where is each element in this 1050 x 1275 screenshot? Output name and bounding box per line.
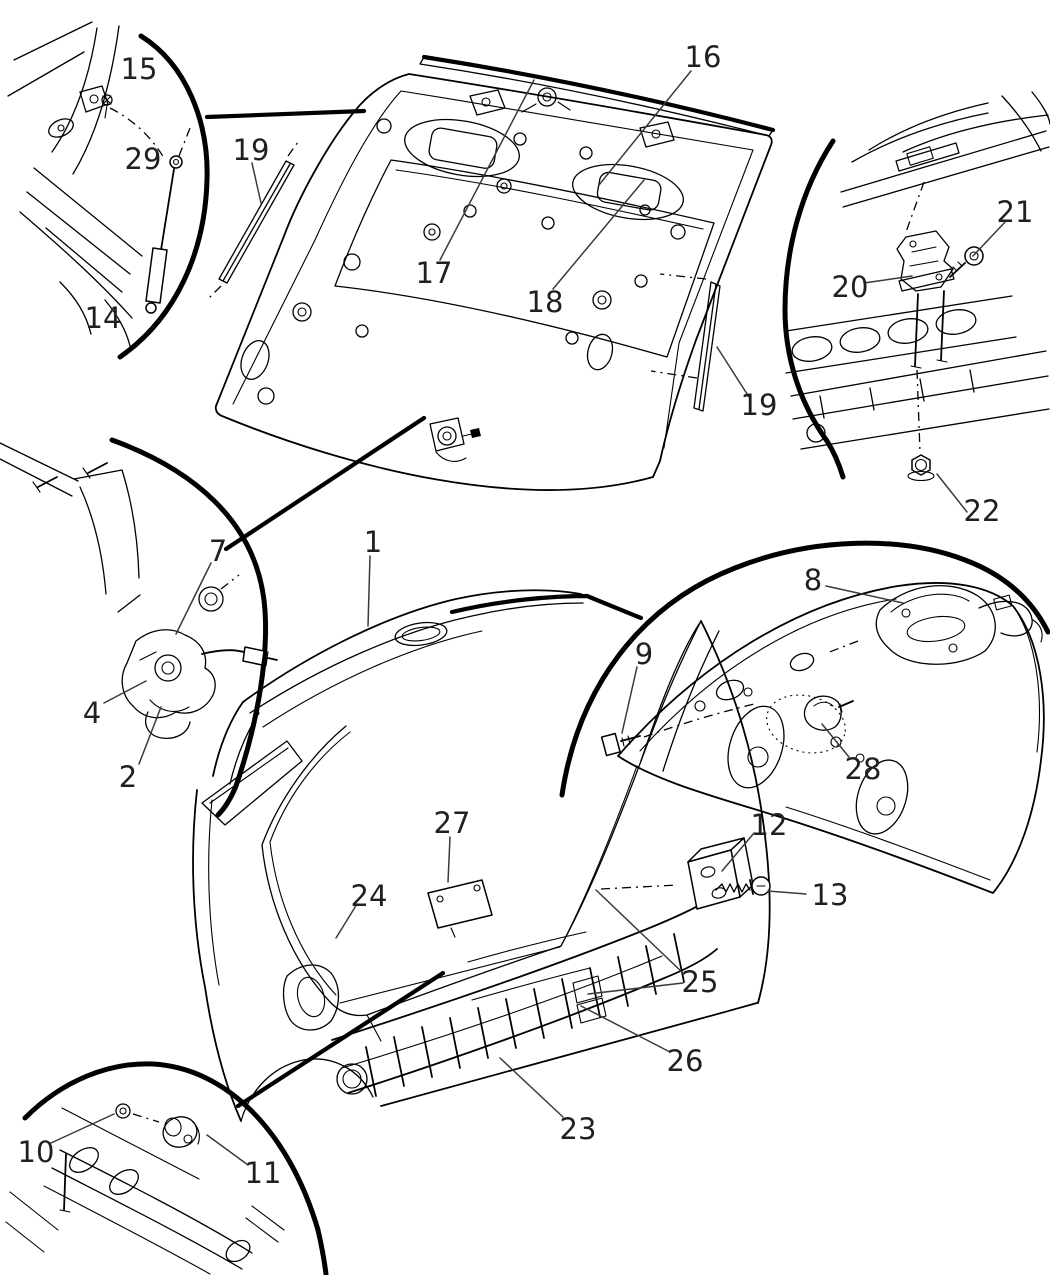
callout-label-1: 1 (364, 525, 382, 559)
spoiler-strip-drawing (421, 54, 776, 133)
quarter-window-drawing (201, 740, 303, 826)
leader-line (335, 555, 685, 1118)
glass-stop-strip-right-drawing (650, 273, 721, 412)
detail-view-lamp-lower-left (5, 1061, 329, 1275)
detail-circle-arc (109, 437, 268, 818)
callout-label-13: 13 (812, 878, 849, 912)
lamp-screw-drawing (115, 1103, 160, 1123)
wiper-motor-drawing (521, 87, 571, 113)
glass-stop-strip-left-drawing (206, 141, 299, 301)
callout-label-16: 16 (685, 40, 722, 74)
callout-label-28: 28 (845, 752, 882, 786)
callout-label-10: 10 (18, 1135, 55, 1169)
detail-view-hinge-upper-left (7, 21, 210, 360)
retainer-clip-drawing (803, 695, 854, 731)
detail-circle-arc (559, 540, 1050, 798)
callout-label-17: 17 (416, 256, 453, 290)
pull-handle-drawing (826, 585, 1043, 665)
detail-pointer-upper-left (204, 108, 367, 120)
callout-label-4: 4 (83, 696, 101, 730)
callout-label-23: 23 (560, 1112, 597, 1146)
detail-pointer-lower-left (235, 970, 446, 1109)
callout-labels: 1 2 4 7 8 9 10 11 12 13 14 15 16 17 18 1… (18, 40, 1034, 1190)
panel-fasteners-drawing (292, 118, 686, 338)
grommet-drawing (198, 574, 240, 612)
striker-nut-drawing (907, 454, 935, 482)
callout-label-15: 15 (121, 52, 158, 86)
liftgate-panel-outline (214, 73, 773, 491)
detail-pointer-right (449, 593, 644, 621)
callout-label-27: 27 (434, 806, 471, 840)
window-aperture-drawing (334, 159, 715, 358)
vehicle-rear-view (192, 415, 771, 1122)
right-opening-drawing (572, 163, 684, 221)
opening-weatherstrip-drawing (261, 620, 702, 1042)
release-cable-drawing (201, 646, 278, 667)
callout-label-7: 7 (209, 534, 227, 568)
callout-label-24: 24 (351, 879, 388, 913)
gas-prop-drawing (145, 155, 183, 314)
detail-view-striker-upper-right (782, 91, 1050, 513)
hinge-bracket-drawing (79, 85, 109, 113)
detail-view-latch-left (0, 437, 278, 818)
latch-assembly-drawing (121, 629, 216, 739)
leader-line (251, 70, 750, 398)
leader-line (863, 220, 1007, 513)
label-plate-drawing (427, 879, 493, 938)
callout-label-20: 20 (832, 270, 869, 304)
rear-bumper-beam-drawing (331, 892, 720, 1097)
leader-line (621, 585, 904, 895)
detail-circle-arc (117, 33, 210, 360)
tail-lamp-left-drawing (282, 964, 340, 1031)
callout-label-2: 2 (119, 760, 137, 794)
liftgate-latch-drawing (429, 417, 481, 462)
callout-label-11: 11 (245, 1156, 282, 1190)
liftgate-handle-recess-drawing (394, 621, 448, 647)
hinge-pads-drawing (469, 89, 675, 148)
callout-label-25: 25 (682, 965, 719, 999)
liftgate-trim-panel-drawing (617, 582, 1045, 894)
callout-label-26: 26 (667, 1044, 704, 1078)
callout-label-18: 18 (527, 285, 564, 319)
callout-label-14: 14 (85, 301, 122, 335)
callout-label-19-left: 19 (233, 133, 270, 167)
callout-label-9: 9 (635, 637, 653, 671)
license-lamp-drawing (162, 1116, 200, 1148)
detail-circle-arc (22, 1061, 329, 1275)
bracket-screw-drawing (600, 876, 771, 896)
liftgate-inner-panel-view (206, 54, 776, 491)
callout-label-22: 22 (964, 494, 1001, 528)
callout-label-12: 12 (751, 808, 788, 842)
detail-pointer-mid-left (223, 415, 427, 552)
detail-circle-arc (782, 138, 846, 480)
callout-label-19-right: 19 (741, 388, 778, 422)
detail-view-trim-right (559, 540, 1050, 910)
leader-line (50, 1113, 249, 1166)
callout-label-21: 21 (997, 195, 1034, 229)
callout-label-8: 8 (804, 563, 822, 597)
leader-line (103, 562, 212, 765)
handle-bolt-drawing (600, 703, 755, 757)
hinge-screw-drawing (101, 94, 113, 119)
callout-label-29: 29 (125, 142, 162, 176)
